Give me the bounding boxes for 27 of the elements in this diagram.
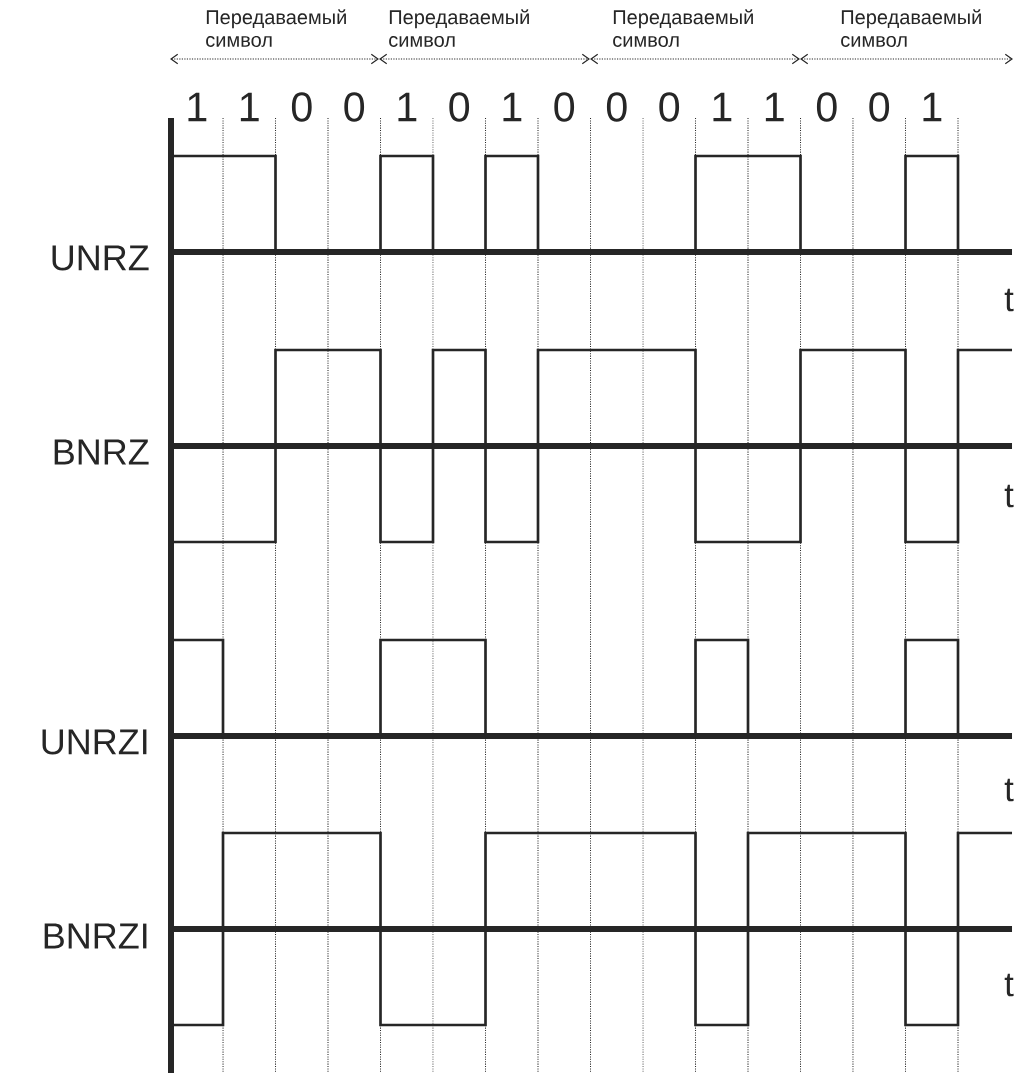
signal-name: BNRZI: [44, 923, 147, 949]
bit-value: 0: [659, 92, 680, 122]
bit-value: 1: [188, 92, 207, 122]
bit-value: 0: [816, 92, 837, 122]
bit-value: 1: [503, 92, 522, 122]
axis-label: t: [1004, 778, 1014, 802]
symbol-label: Передаваемый символ: [613, 9, 753, 47]
signal-name: BNRZ: [54, 439, 149, 465]
bit-value: 1: [240, 92, 259, 122]
bit-value: 1: [923, 92, 942, 122]
signal-name: UNRZI: [42, 729, 147, 755]
bit-value: 1: [713, 92, 732, 122]
bit-value: 0: [554, 92, 575, 122]
axis-label: t: [1004, 288, 1014, 312]
bit-value: 0: [869, 92, 890, 122]
axis-label: t: [1004, 484, 1014, 508]
bit-value: 1: [765, 92, 784, 122]
symbol-label: Передаваемый символ: [206, 9, 346, 47]
signal-name: UNRZ: [52, 245, 149, 271]
bit-value: 1: [398, 92, 417, 122]
bit-value: 0: [291, 92, 312, 122]
bit-value: 0: [449, 92, 470, 122]
symbol-label: Передаваемый символ: [841, 9, 981, 47]
bit-value: 0: [344, 92, 365, 122]
bit-value: 0: [606, 92, 627, 122]
symbol-label: Передаваемый символ: [389, 9, 529, 47]
axis-label: t: [1004, 973, 1014, 997]
